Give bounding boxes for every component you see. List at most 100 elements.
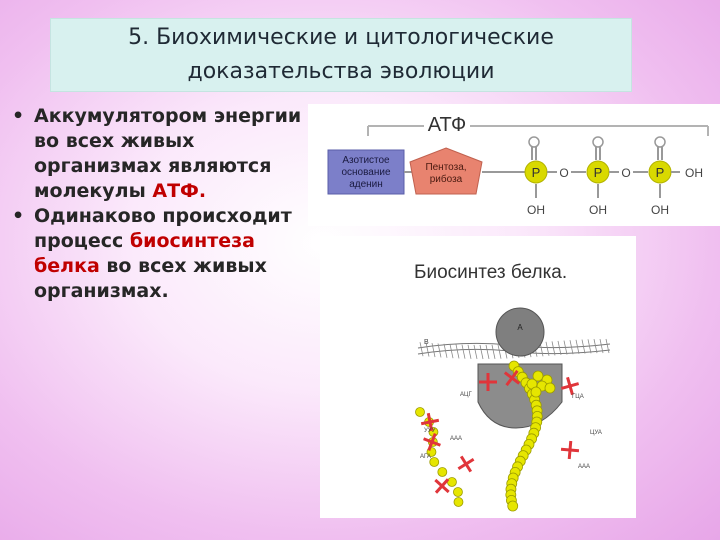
small-label: ААА bbox=[578, 464, 590, 470]
phosphate-symbol: P bbox=[656, 165, 665, 180]
phosphate-symbol: P bbox=[532, 165, 541, 180]
adenine-label-2: основание bbox=[341, 167, 391, 178]
mrna-tick bbox=[569, 340, 574, 355]
mrna-tick bbox=[467, 344, 472, 359]
slide-title-line2: доказательства эволюции bbox=[187, 59, 495, 84]
hydroxyl-label: OH bbox=[685, 166, 703, 180]
trna-molecule bbox=[479, 373, 497, 391]
amino-acid-bead bbox=[437, 467, 448, 477]
ribosome-site-label: A bbox=[517, 323, 523, 332]
small-label: УУУ bbox=[424, 428, 436, 434]
trna-molecule bbox=[434, 478, 450, 494]
biosynthesis-svg: Биосинтез белка. В A АЦГ ГЦА ААА УУУ ЦУА… bbox=[414, 262, 611, 512]
mrna-tick bbox=[491, 344, 496, 359]
bullet-highlight: биосинтеза белка bbox=[34, 230, 255, 277]
bullet-item-atp: • Аккумулятором энергии во всех живых ор… bbox=[8, 104, 308, 204]
mrna-tick bbox=[431, 342, 436, 358]
trna-arm bbox=[457, 457, 475, 471]
ribose-pentagon bbox=[409, 147, 483, 195]
bullet-text: Аккумулятором энергии во всех живых орга… bbox=[34, 105, 302, 202]
amino-acid-bead bbox=[453, 487, 463, 497]
amino-acid-bead bbox=[429, 457, 440, 467]
mrna-tick bbox=[425, 342, 430, 357]
trna-arm bbox=[427, 433, 437, 451]
bullet-item-biosynthesis: • Одинаково происходит процесс биосинтез… bbox=[8, 204, 308, 304]
small-label: ГЦА bbox=[572, 394, 584, 400]
bullet-list: • Аккумулятором энергии во всех живых ор… bbox=[8, 104, 308, 304]
amino-acid-bead bbox=[544, 382, 556, 394]
trna-arm bbox=[434, 478, 450, 494]
mrna-tick bbox=[461, 344, 466, 359]
small-label: АЦГ bbox=[460, 392, 472, 398]
mrna-tick bbox=[563, 340, 568, 355]
atp-diagram: АТФ Азотистое основание аденин Пентоза, … bbox=[308, 104, 720, 226]
amino-acid-bead bbox=[532, 370, 544, 382]
trna-molecule bbox=[420, 412, 440, 432]
mrna-tick bbox=[449, 344, 454, 359]
mrna-tick bbox=[479, 344, 484, 360]
bullet-text: Одинаково происходит процесс bbox=[34, 205, 292, 252]
amino-acid-bead bbox=[415, 407, 425, 417]
bullet-marker: • bbox=[12, 205, 25, 227]
adenine-label-3: аденин bbox=[349, 179, 383, 190]
ribosome-small-subunit bbox=[495, 307, 545, 357]
oxygen-label: O bbox=[559, 166, 568, 180]
trna-molecule bbox=[503, 369, 521, 387]
atp-bracket-ends bbox=[367, 126, 709, 136]
amino-acid-bead bbox=[447, 477, 457, 487]
amino-acid-bead bbox=[530, 386, 542, 398]
trna-molecule bbox=[560, 440, 580, 460]
trna-molecules bbox=[420, 369, 580, 494]
mrna-tick bbox=[575, 339, 580, 354]
ribose-label-1: Пентоза, bbox=[425, 162, 466, 173]
phosphate-symbol: P bbox=[594, 165, 603, 180]
hydroxyl-label: OH bbox=[589, 203, 607, 217]
small-label: АГА bbox=[420, 454, 431, 460]
mrna-tick bbox=[443, 343, 448, 358]
trna-arm bbox=[567, 440, 573, 460]
mrna-tick bbox=[473, 344, 478, 360]
hydroxyl-label: OH bbox=[651, 203, 669, 217]
mrna-tick bbox=[485, 344, 490, 360]
mrna-tick bbox=[599, 338, 604, 354]
mrna-tick bbox=[437, 343, 442, 358]
biosynthesis-diagram: Биосинтез белка. В A АЦГ ГЦА ААА УУУ ЦУА… bbox=[320, 236, 636, 518]
amino-acid-cluster bbox=[526, 370, 556, 398]
oxygen-label: O bbox=[621, 166, 630, 180]
mrna-tick bbox=[587, 339, 592, 354]
trna-arm bbox=[505, 369, 519, 387]
adenine-label-1: Азотистое bbox=[342, 155, 390, 166]
mrna-tick bbox=[605, 338, 610, 354]
amino-acid-bead bbox=[453, 497, 464, 507]
mrna-tick bbox=[545, 341, 550, 356]
small-label: ЦУА bbox=[590, 430, 602, 436]
phosphate-group-1: P OH O bbox=[524, 136, 586, 217]
bullet-highlight: АТФ. bbox=[152, 180, 207, 202]
bullet-text-after: во всех живых организмах. bbox=[34, 255, 267, 302]
mrna-tick bbox=[455, 344, 460, 359]
mrna-tick bbox=[551, 341, 556, 356]
atp-label: АТФ bbox=[428, 114, 467, 136]
trna-molecule bbox=[457, 455, 475, 473]
trna-arm bbox=[560, 382, 580, 390]
slide-title-line1: 5. Биохимические и цитологические bbox=[128, 25, 554, 50]
slide-title-box: 5. Биохимические и цитологические доказа… bbox=[50, 18, 632, 92]
phosphate-group-2: P OH O bbox=[586, 136, 648, 217]
trna-molecule bbox=[423, 433, 441, 451]
adenine-block bbox=[327, 149, 405, 195]
trna-arm bbox=[420, 418, 440, 426]
mrna-tick bbox=[497, 344, 502, 359]
mrna-tick bbox=[557, 340, 562, 356]
mrna-label: В bbox=[424, 339, 429, 346]
mrna-tick bbox=[581, 339, 586, 354]
biosynthesis-title: Биосинтез белка. bbox=[414, 262, 567, 283]
phosphate-group-3: P OH OH bbox=[648, 136, 703, 217]
amino-acid-bead bbox=[507, 500, 519, 512]
mrna-tick bbox=[593, 339, 598, 354]
slide-title: 5. Биохимические и цитологические доказа… bbox=[128, 21, 554, 89]
trna-molecule bbox=[560, 376, 580, 396]
ribose-label-2: рибоза bbox=[430, 173, 463, 185]
bullet-marker: • bbox=[12, 105, 25, 127]
small-label: ААА bbox=[450, 436, 462, 442]
mrna-tick bbox=[419, 342, 424, 357]
